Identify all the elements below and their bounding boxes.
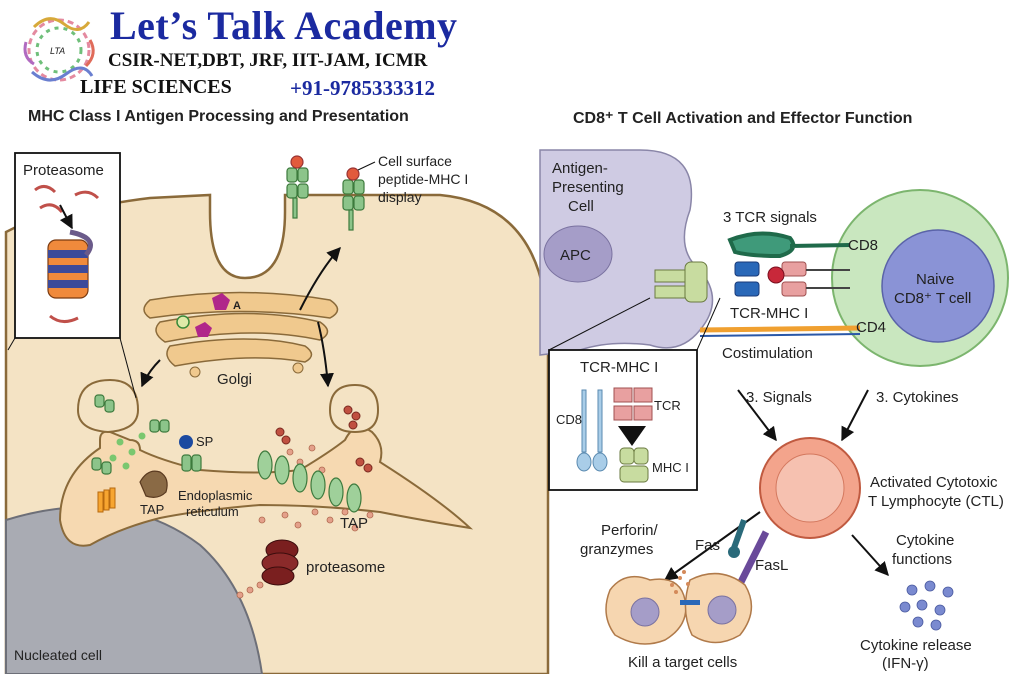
er-peptide-dots <box>109 432 146 470</box>
nucleated-cell-label: Nucleated cell <box>14 647 102 663</box>
proteasome-cytosol <box>261 539 299 586</box>
er-vesicle-mhc-right <box>275 405 373 473</box>
er-membrane <box>58 426 474 547</box>
activated-label-line1: Activated Cytotoxic <box>870 474 998 491</box>
right-panel: APC Antigen- Presenting Cell Naive CD8⁺ … <box>539 149 1009 672</box>
tcr-mhc-label: TCR-MHC I <box>730 305 808 322</box>
arrow-cytokine-functions <box>851 534 889 577</box>
naive-label-line2: CD8⁺ T cell <box>894 290 971 307</box>
right-panel-title: CD8⁺ T Cell Activation and Effector Func… <box>573 110 913 127</box>
cd8-molecule <box>727 231 851 259</box>
apc-nucleus <box>543 225 613 283</box>
academy-title: Let’s Talk Academy <box>110 3 458 48</box>
cytokine-release-line2: (IFN-γ) <box>882 655 929 672</box>
er-label-line2: reticulum <box>186 504 239 519</box>
cytokines-label: 3. Cytokines <box>876 389 959 406</box>
tap-right-label: TAP <box>340 515 368 532</box>
tcr-signals-label: 3 TCR signals <box>723 209 817 226</box>
er-mhc-molecules <box>91 394 202 475</box>
cytokine-dots <box>899 580 954 631</box>
fas-label: Fas <box>695 537 720 554</box>
tap-transporters <box>257 450 362 513</box>
academy-life-sciences: LIFE SCIENCES <box>80 76 232 98</box>
logo-text: LTA <box>50 46 65 56</box>
inset-title: TCR-MHC I <box>580 359 658 376</box>
left-panel-title: MHC Class I Antigen Processing and Prese… <box>28 108 409 125</box>
proteasome-label: proteasome <box>306 559 385 576</box>
costimulation-label: Costimulation <box>722 345 813 362</box>
apc-title-line3: Cell <box>568 198 594 215</box>
lta-logo: LTA <box>23 17 95 82</box>
apc-cell <box>539 149 714 356</box>
surface-display-line1: Cell surface <box>378 153 452 169</box>
naive-label-line1: Naive <box>916 271 954 288</box>
signals-label: 3. Signals <box>746 389 812 406</box>
apc-title-line1: Antigen- <box>552 160 608 177</box>
ctl-nucleus <box>775 453 845 523</box>
inset-cd8-label: CD8 <box>556 412 582 427</box>
cd4-label: CD4 <box>856 319 886 336</box>
fasl-label: FasL <box>755 557 788 574</box>
cytokine-functions-line2: functions <box>892 551 952 568</box>
kill-label: Kill a target cells <box>628 654 737 671</box>
tapasin-complex <box>139 470 168 498</box>
proteasome-inset-box: Proteasome <box>7 152 137 399</box>
cytokine-release-line1: Cytokine release <box>860 637 972 654</box>
costim-molecule <box>699 325 861 333</box>
apc-label: APC <box>560 247 591 264</box>
arrow-signals <box>737 389 777 442</box>
apc-title-line2: Presenting <box>552 179 624 196</box>
naive-t-nucleus <box>881 229 995 343</box>
surface-mhc-right <box>342 167 365 231</box>
cytokine-functions-line1: Cytokine <box>896 532 954 549</box>
academy-subtitle: CSIR-NET,DBT, JRF, IIT-JAM, ICMR <box>108 50 428 71</box>
arrow-cytokines <box>841 389 869 442</box>
perforin-line2: granzymes <box>580 541 653 558</box>
arrow-golgi-to-vesicle-left <box>140 359 161 388</box>
inset-tcr-label: TCR <box>654 398 681 413</box>
golgi-apparatus: A Golgi <box>143 291 339 388</box>
signal-peptidase <box>179 435 193 449</box>
target-cells <box>605 570 753 645</box>
arrow-golgi-to-vesicle-right <box>317 321 334 388</box>
golgi-label: Golgi <box>217 371 252 388</box>
perforin-line1: Perforin/ <box>601 522 659 539</box>
left-panel: A Golgi Cell surface peptide-MHC I displ… <box>4 152 550 674</box>
tcr-mhc-complex <box>654 261 850 303</box>
proteasome-box-title: Proteasome <box>23 162 104 179</box>
surface-display-line2: peptide-MHC I <box>378 171 468 187</box>
tap-left-label: TAP <box>140 502 164 517</box>
tcr-mhc-inset-box: TCR-MHC I CD8 TCR MHC I <box>548 297 721 491</box>
sp-label: SP <box>196 434 213 449</box>
er-label-line1: Endoplasmic <box>178 488 253 503</box>
surface-display-line3: display <box>378 189 422 205</box>
inset-mhc-label: MHC I <box>652 460 689 475</box>
cd8-label: CD8 <box>848 237 878 254</box>
academy-phone: +91-9785333312 <box>290 76 435 100</box>
golgi-a-label: A <box>233 300 241 312</box>
surface-mhc-left <box>286 155 309 219</box>
activated-label-line2: T Lymphocyte (CTL) <box>868 493 1004 510</box>
arrow-golgi-to-surface <box>299 246 341 311</box>
orange-tap-channel <box>97 487 116 513</box>
